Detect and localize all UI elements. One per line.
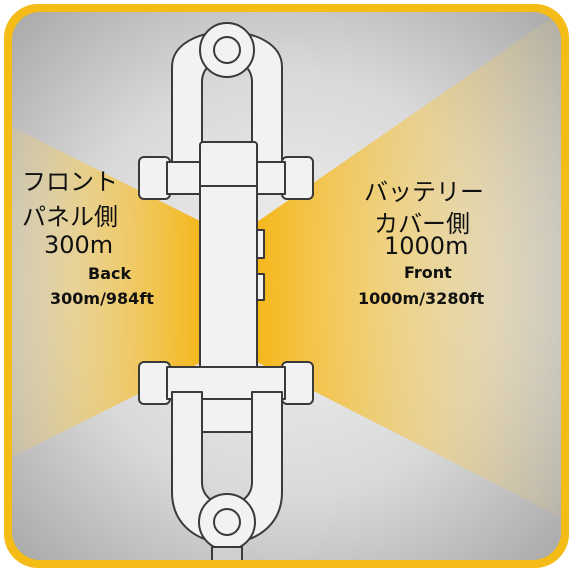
back-label: Back xyxy=(88,264,132,283)
front-jp-line1: バッテリー xyxy=(364,178,484,206)
back-range: 300m/984ft xyxy=(50,289,154,308)
frame: フロント パネル側 300m Back 300m/984ft バッテリー カバー… xyxy=(4,4,569,568)
back-jp-range: 300m xyxy=(44,231,114,259)
top-shackle xyxy=(138,22,314,200)
back-jp-line2: パネル側 xyxy=(22,203,118,231)
front-label: Front xyxy=(404,263,452,282)
load-cell-device xyxy=(138,22,314,560)
back-jp-line1: フロント xyxy=(22,168,118,196)
front-jp-line2: カバー側 xyxy=(374,210,470,238)
front-signal-beam xyxy=(257,12,560,517)
bottom-shackle xyxy=(138,361,314,560)
front-range: 1000m/3280ft xyxy=(358,289,485,308)
diagram-art xyxy=(12,12,560,560)
diagram-panel: フロント パネル側 300m Back 300m/984ft バッテリー カバー… xyxy=(12,12,561,560)
front-jp-range: 1000m xyxy=(384,232,469,260)
